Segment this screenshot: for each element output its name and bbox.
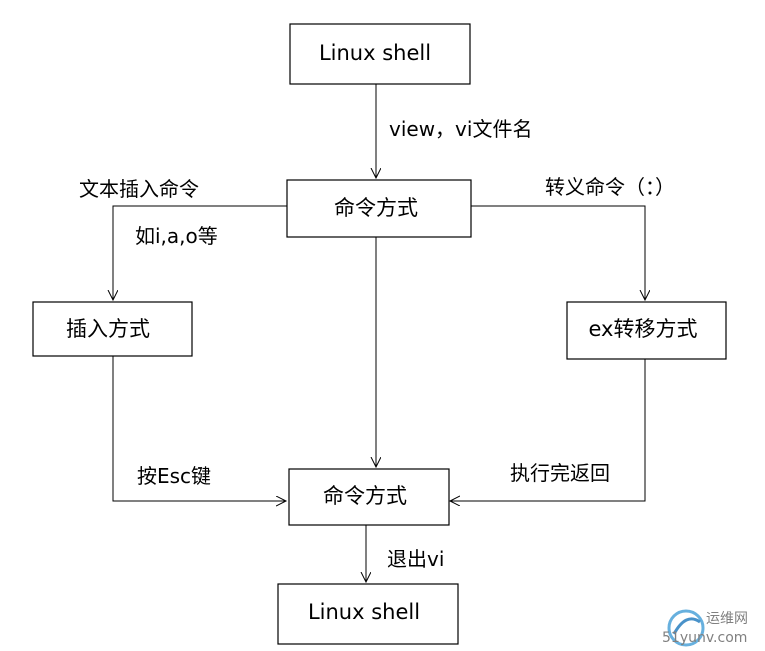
node-bottom-shell-label: Linux shell <box>308 600 420 624</box>
watermark: 运维网 51yunv.com <box>662 609 748 647</box>
node-ex-mode-label: ex转移方式 <box>589 317 698 341</box>
edge-ex-to-command <box>450 359 646 501</box>
node-top-shell-label: Linux shell <box>319 41 431 65</box>
node-command-mode-top: 命令方式 <box>286 179 472 238</box>
node-command-mode-top-label: 命令方式 <box>334 196 418 220</box>
edge-label-view-vi: view，vi文件名 <box>389 117 532 141</box>
edge-insert-to-command <box>112 356 286 501</box>
watermark-cn-text: 运维网 <box>706 611 748 627</box>
node-command-mode-bottom: 命令方式 <box>288 468 450 526</box>
edge-command-to-insert <box>113 205 287 300</box>
watermark-site-text: 51yunv.com <box>662 630 747 646</box>
node-insert-mode: 插入方式 <box>32 301 193 357</box>
node-command-mode-bottom-label: 命令方式 <box>323 484 407 508</box>
node-bottom-shell: Linux shell <box>277 583 459 645</box>
edge-labels: view，vi文件名 文本插入命令 如i,a,o等 转义命令（：） 按Esc键 … <box>79 117 675 571</box>
node-insert-mode-label: 插入方式 <box>66 317 150 341</box>
edge-command-to-ex <box>471 205 645 300</box>
node-ex-mode: ex转移方式 <box>566 301 727 360</box>
edge-label-transfer: 转义命令（：） <box>545 175 675 199</box>
edge-label-exit-vi: 退出vi <box>387 547 444 571</box>
edge-label-text-insert: 文本插入命令 <box>79 177 199 201</box>
edges <box>113 84 645 582</box>
node-top-shell: Linux shell <box>289 23 471 85</box>
edge-label-insert-examples: 如i,a,o等 <box>135 224 218 248</box>
edge-label-execute-return: 执行完返回 <box>510 461 610 485</box>
watermark-logo-icon <box>667 609 705 647</box>
edge-label-esc: 按Esc键 <box>137 464 211 488</box>
